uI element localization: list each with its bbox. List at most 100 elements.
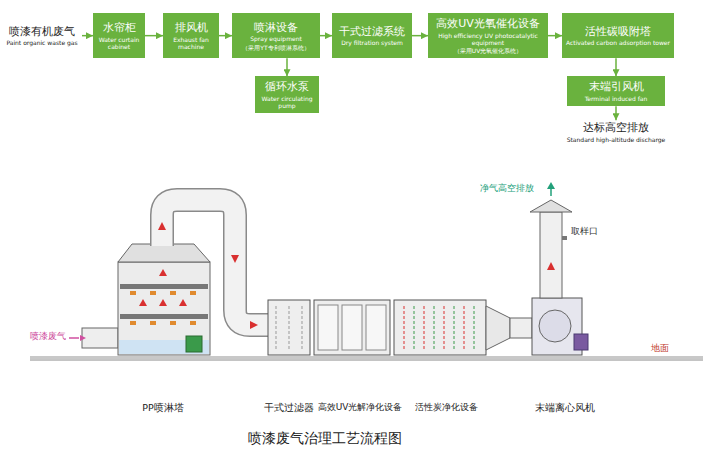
uv-unit-part <box>314 300 390 355</box>
inlet-duct-part <box>80 335 86 341</box>
spray-tower-part <box>118 244 210 262</box>
spray-tower-part <box>120 284 208 289</box>
fan-and-stack-part <box>550 188 552 196</box>
node-subtitle: High efficiency UV photocatalytic equipm… <box>431 32 545 46</box>
node-title: 活性碳吸附塔 <box>585 25 651 39</box>
node-subtitle: Water circulating pump <box>258 95 316 109</box>
uv-unit <box>314 300 390 355</box>
node-title: 达标高空排放 <box>583 121 649 135</box>
carbon-unit-part <box>464 306 465 350</box>
node-subtitle: Spray equipment <box>250 35 302 42</box>
dry-filter-part <box>268 300 310 355</box>
dry-filter-part <box>289 306 290 350</box>
node-title: 末端引风机 <box>589 80 644 94</box>
flow-text: 喷漆有机废气Paint organic waste gas <box>2 24 82 48</box>
spray-tower-part <box>130 321 136 325</box>
air-duct-part <box>162 200 268 325</box>
ground-line-part <box>30 360 703 361</box>
node-subtitle: （采用UV光氧催化系统） <box>454 47 523 54</box>
flow-arrow <box>82 35 93 37</box>
fan-and-stack-part <box>530 200 572 212</box>
ground-line-part <box>30 356 703 359</box>
spray-tower-part <box>186 336 202 352</box>
dry-filter <box>268 300 310 355</box>
inlet-label: 喷漆废气 <box>30 331 66 342</box>
sample-port-label: 取样口 <box>571 226 598 237</box>
carbon-unit-part <box>414 306 415 350</box>
process-box: 活性碳吸附塔Activated carbon adsorption tower <box>562 13 674 58</box>
spray-tower-part <box>139 299 147 306</box>
carbon-unit-part <box>404 306 405 350</box>
spray-tower-part <box>159 299 167 306</box>
equipment-name: PP喷淋塔 <box>142 402 183 413</box>
equipment-name: 干式过滤器 <box>264 402 314 413</box>
diagram-caption: 喷漆废气治理工艺流程图 <box>248 430 402 447</box>
spray-tower-part <box>118 262 210 355</box>
node-subtitle: Exhaust fan machine <box>166 36 216 50</box>
spray-tower-part <box>150 291 156 295</box>
process-box: 高效UV光氧催化设备High efficiency UV photocataly… <box>428 13 548 58</box>
fan-and-stack-part <box>574 334 588 350</box>
spray-tower-part <box>170 321 176 325</box>
flow-arrow <box>219 35 232 37</box>
node-title: 干式过滤系统 <box>339 25 405 39</box>
air-duct-part <box>158 222 166 230</box>
carbon-unit <box>394 300 486 355</box>
node-subtitle: （采用YT专利喷淋系统） <box>242 44 309 51</box>
process-box: 干式过滤系统Dry filtration system <box>332 13 412 58</box>
process-box: 排风机Exhaust fan machine <box>163 13 219 58</box>
spray-tower-part <box>159 269 167 276</box>
spray-tower-part <box>190 291 196 295</box>
flow-arrow <box>615 106 617 120</box>
process-box: 循环水泵Water circulating pump <box>255 76 319 113</box>
carbon-unit-part <box>454 306 455 350</box>
air-duct-part <box>250 321 258 329</box>
flow-arrow <box>320 35 332 37</box>
uv-unit-part <box>366 305 386 350</box>
node-title: 循环水泵 <box>265 80 309 94</box>
spray-tower-part <box>170 291 176 295</box>
fan-and-stack-part <box>562 236 567 240</box>
fan-and-stack-part <box>547 262 555 270</box>
dry-filter-part <box>276 306 277 350</box>
inlet-duct-part <box>69 337 79 339</box>
spray-tower-part <box>190 321 196 325</box>
equipment-name: 末端离心风机 <box>535 402 595 413</box>
node-subtitle: Paint organic waste gas <box>6 39 77 46</box>
node-subtitle: Activated carbon adsorption tower <box>566 39 670 46</box>
node-subtitle: Dry filtration system <box>341 39 403 46</box>
air-duct-part <box>162 200 268 325</box>
air-duct-part <box>231 255 239 263</box>
flow-arrow <box>412 35 428 37</box>
inlet-duct <box>69 328 118 348</box>
inlet-duct-part <box>82 328 118 348</box>
fan-and-stack-part <box>547 182 555 189</box>
node-title: 喷漆有机废气 <box>9 25 75 39</box>
outlet-label: 净气高空排放 <box>480 183 534 194</box>
flow-arrow <box>548 35 562 37</box>
fan-and-stack <box>486 182 588 355</box>
fan-and-stack-part <box>510 318 532 338</box>
carbon-unit-part <box>424 306 425 350</box>
node-title: 水帘柜 <box>103 21 136 35</box>
flow-arrow <box>145 35 163 37</box>
fan-and-stack-part <box>486 306 510 350</box>
flow-text: 达标高空排放Standard high-altitude discharge <box>561 120 671 144</box>
node-subtitle: Water curtain cabinet <box>96 36 142 50</box>
spray-tower-part <box>130 291 136 295</box>
carbon-unit-part <box>474 306 475 350</box>
node-title: 高效UV光氧催化设备 <box>436 17 540 31</box>
uv-unit-part <box>342 305 362 350</box>
equipment-name: 活性炭净化设备 <box>415 402 478 413</box>
ground-label: 地面 <box>651 343 669 354</box>
flow-arrow <box>286 58 288 76</box>
dry-filter-part <box>302 306 303 350</box>
process-box: 喷淋设备Spray equipment （采用YT专利喷淋系统） <box>232 13 320 58</box>
spray-tower-part <box>150 321 156 325</box>
carbon-unit-part <box>394 300 486 355</box>
ground-line <box>30 356 703 360</box>
node-title: 喷淋设备 <box>254 21 298 35</box>
flow-arrow <box>615 58 617 76</box>
fan-and-stack-part <box>539 310 571 342</box>
